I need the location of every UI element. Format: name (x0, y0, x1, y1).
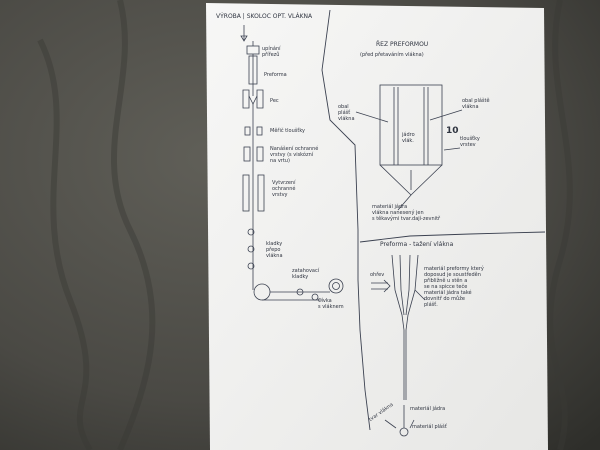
furnace-label: Pec (270, 98, 279, 104)
fiber-drawing-title: Preforma - tažení vlákna (380, 241, 454, 248)
fabric-folds (37, 0, 573, 450)
preform-cross-section (355, 84, 463, 211)
layers-count-label: 10 (446, 126, 459, 136)
cross-section-subtitle: (před přetaváním vlákna) (360, 52, 424, 58)
diameter-gauge-label: Měřič tloušťky (270, 128, 305, 134)
paper-sheet (206, 3, 548, 450)
fiber-drawing-diagram (371, 254, 426, 437)
core-material-note: materiál jádra vlákna nanesený jen s těk… (372, 204, 441, 222)
cladding-right-label: obal pláště vlákna (462, 98, 490, 110)
layers-text-label: tloušťky vrstev (460, 136, 480, 148)
coating-1-label: Nanášení ochranné vrstvy (s viskózní na … (270, 146, 319, 164)
fiber-core-label: materiál jádra (410, 406, 446, 412)
left-panel-title: VÝROBA | SKOLOC OPT. VLÁKNA (216, 13, 313, 20)
preform-flow-description: materiál preformy který doposud je soust… (424, 266, 484, 308)
cladding-material-label: materiál plášť (412, 424, 447, 430)
section-dividers (321, 9, 546, 431)
drawing-tower (240, 25, 344, 301)
spool-label: Cívka s vláknem (318, 298, 344, 310)
cross-section-title: ŘEZ PREFORMOU (376, 41, 429, 48)
heating-label: ohřev (370, 272, 385, 278)
cladding-left-label: obal plášť vlákna (338, 104, 355, 122)
guide-rollers-label: kladky přepo vlákna (266, 241, 283, 259)
tension-rollers-label: zatahovací kladky (292, 268, 320, 280)
core-label: jádro vlák. (402, 132, 415, 144)
preform-feed-label: upínání přířezů (262, 46, 281, 58)
preform-label: Preforma (264, 72, 287, 78)
coating-2-label: Vytvrzení ochranné vrstvy (272, 180, 296, 198)
